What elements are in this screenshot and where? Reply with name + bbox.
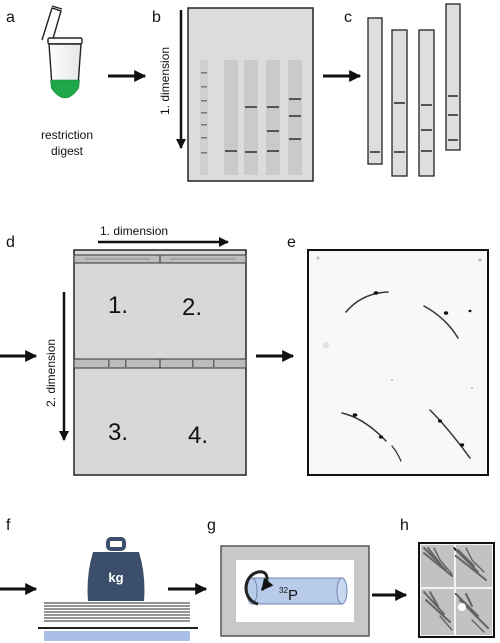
panel-letter-a: a xyxy=(6,9,15,26)
dimension-1-label: 1. dimension xyxy=(158,47,172,115)
autoradiograph xyxy=(307,249,489,476)
rotation-arrow-icon xyxy=(244,570,274,606)
caption-restriction: restriction xyxy=(41,128,93,142)
marker-bands xyxy=(201,72,207,154)
isotope-symbol: P xyxy=(288,587,298,604)
gel-strip-2 xyxy=(391,29,408,177)
panel-letter-d: d xyxy=(6,234,15,251)
sample-bands xyxy=(225,98,301,153)
paper-stack xyxy=(38,602,198,629)
bottle-cylinder xyxy=(246,577,348,605)
quadrant-3: 3. xyxy=(108,419,128,446)
gel-strip-3 xyxy=(418,29,435,177)
weight-icon: kg xyxy=(87,537,145,601)
autoradiograph-specks xyxy=(316,256,482,389)
panel-f: f kg xyxy=(6,517,198,641)
strip-middle xyxy=(73,358,247,369)
panel-g: g 32 P xyxy=(207,517,370,637)
blue-plate xyxy=(44,631,190,641)
weight-label: kg xyxy=(108,570,123,585)
left-dimension-label: 2. dimension xyxy=(44,339,58,407)
eppendorf-tube-icon xyxy=(41,5,83,99)
caption-digest: digest xyxy=(51,144,84,158)
autoradiograph-dots xyxy=(352,291,472,447)
panel-b: b 1. dimension xyxy=(152,7,314,182)
panel-letter-c: c xyxy=(344,9,352,26)
panel-a: a restriction digest xyxy=(6,5,93,158)
quadrant-4: 4. xyxy=(188,422,208,449)
strip-top xyxy=(73,254,247,264)
isotope-mass: 32 xyxy=(279,586,288,595)
gel-lanes xyxy=(200,60,302,175)
quadrant-2: 2. xyxy=(182,294,202,321)
final-autoradiograph-fill xyxy=(421,545,492,635)
final-autoradiograph-spot xyxy=(458,603,466,611)
panel-h: h xyxy=(400,517,495,638)
panel-letter-h: h xyxy=(400,517,409,534)
panel-letter-f: f xyxy=(6,517,11,534)
panel-d: d 1. dimension 2. dimension 1. 2. 3. 4. xyxy=(6,224,247,476)
panel-c: c xyxy=(344,3,461,177)
panel-letter-b: b xyxy=(152,9,161,26)
panel-letter-e: e xyxy=(287,234,296,251)
top-dimension-label: 1. dimension xyxy=(100,224,168,238)
gel-strip-4 xyxy=(445,3,461,151)
quadrant-1: 1. xyxy=(108,292,128,319)
panel-e: e xyxy=(287,234,489,476)
gel-strip-1 xyxy=(367,17,383,165)
tube-liquid xyxy=(50,79,80,99)
panel-letter-g: g xyxy=(207,517,216,534)
